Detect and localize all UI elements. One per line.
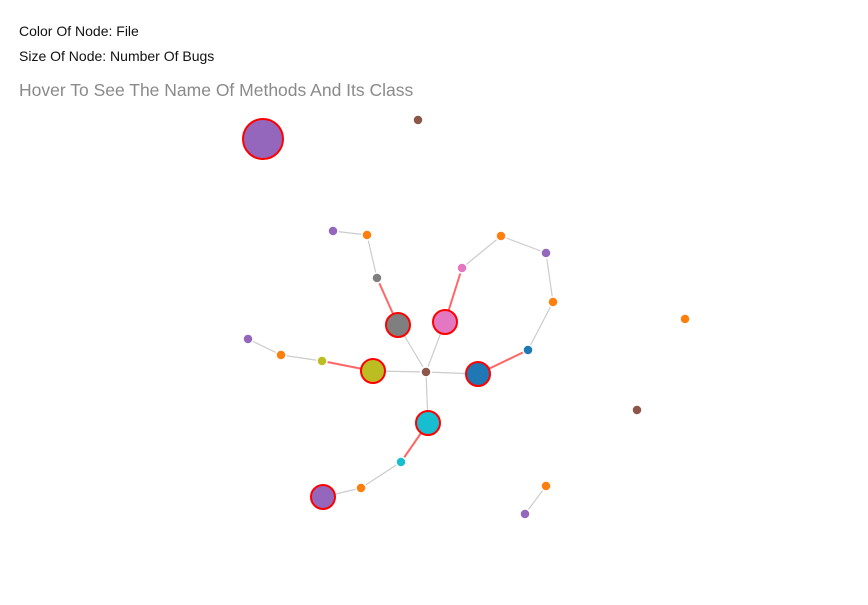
graph-node[interactable] [316,355,328,367]
graph-node[interactable] [420,366,432,378]
graph-node[interactable] [631,404,643,416]
graph-node[interactable] [361,229,373,241]
links-layer [247,230,554,515]
legend-size-line: Size Of Node: Number Of Bugs [19,48,215,64]
graph-node[interactable] [522,344,534,356]
graph-link [500,235,547,254]
graph-link [366,234,378,279]
graph-link [461,235,502,269]
graph-node[interactable] [395,456,407,468]
graph-node[interactable] [465,361,491,387]
graph-node[interactable] [540,247,552,259]
graph-link [545,252,554,303]
graph-link [524,485,547,515]
graph-node[interactable] [242,118,284,160]
graph-node[interactable] [540,480,552,492]
graph-link [247,338,282,356]
hover-hint: Hover To See The Name Of Methods And Its… [19,80,414,100]
graph-node[interactable] [275,349,287,361]
graph-node[interactable] [495,230,507,242]
graph-node[interactable] [360,358,386,384]
graph-node[interactable] [456,262,468,274]
graph-node[interactable] [327,225,339,237]
graph-link [360,461,402,489]
graph-node[interactable] [355,482,367,494]
graph-node[interactable] [371,272,383,284]
graph-node[interactable] [385,312,411,338]
graph-node[interactable] [519,508,531,520]
graph-node[interactable] [415,410,441,436]
graph-link [527,301,554,351]
graph-node[interactable] [242,333,254,345]
legend-color-line: Color Of Node: File [19,23,139,39]
graph-node[interactable] [310,484,336,510]
nodes-layer [242,114,691,520]
graph-link [280,354,323,362]
graph-node[interactable] [412,114,424,126]
graph-node[interactable] [547,296,559,308]
graph-node[interactable] [679,313,691,325]
graph-node[interactable] [432,309,458,335]
